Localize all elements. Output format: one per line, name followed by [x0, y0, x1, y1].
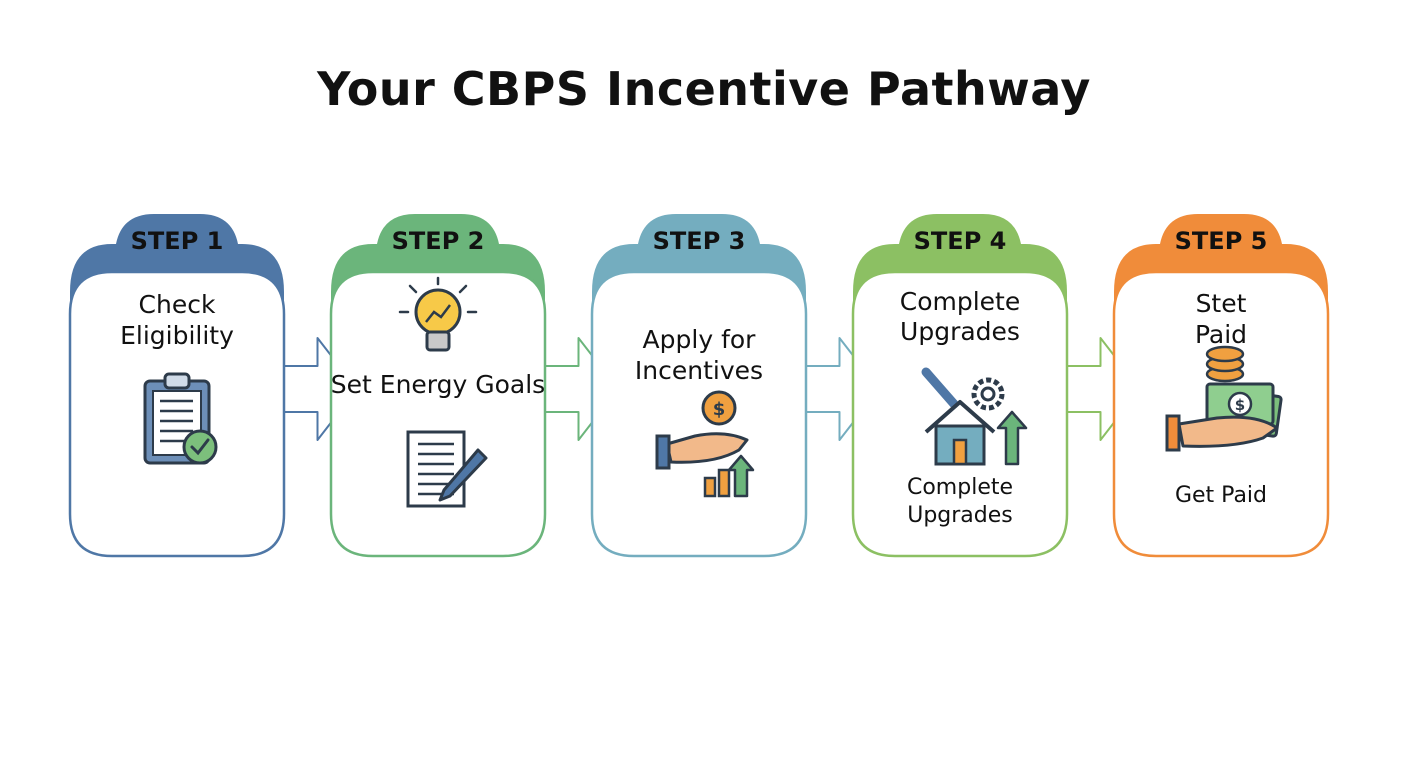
- step-label: STEP 2: [392, 227, 485, 255]
- svg-text:$: $: [1235, 396, 1245, 414]
- step-heading: Eligibility: [120, 321, 234, 350]
- step-subheading: Upgrades: [907, 503, 1013, 528]
- step-label: STEP 1: [131, 227, 224, 255]
- step-subheading: Complete: [907, 475, 1013, 500]
- page-title: Your CBPS Incentive Pathway: [317, 62, 1091, 116]
- hand-coin-growth-icon: $: [655, 390, 755, 498]
- clipboard-check-icon: [143, 372, 218, 465]
- step-label: STEP 5: [1175, 227, 1268, 255]
- step-heading: Stet: [1196, 289, 1247, 318]
- svg-text:$: $: [713, 399, 726, 420]
- step-heading: Apply for: [643, 325, 757, 354]
- step-card-frame: [329, 270, 547, 558]
- step-heading: Complete: [900, 287, 1020, 316]
- house-wrench-gear-icon: [921, 367, 1028, 466]
- step-heading: Incentives: [635, 356, 763, 385]
- lightbulb-chart-icon: [398, 276, 478, 352]
- step-heading: Paid: [1195, 320, 1247, 349]
- step-heading: Check: [139, 290, 216, 319]
- step-card-frame: [590, 270, 808, 558]
- step-card: STEP 2 Set Energy Goals: [329, 214, 547, 558]
- step-subheading: Get Paid: [1175, 483, 1267, 508]
- step-label: STEP 4: [914, 227, 1007, 255]
- step-card-frame: [851, 270, 1069, 558]
- document-pen-icon: [406, 430, 488, 508]
- step-heading: Set Energy Goals: [331, 370, 545, 399]
- step-label: STEP 3: [653, 227, 746, 255]
- step-heading: Upgrades: [900, 317, 1020, 346]
- hand-money-icon: $: [1165, 345, 1283, 452]
